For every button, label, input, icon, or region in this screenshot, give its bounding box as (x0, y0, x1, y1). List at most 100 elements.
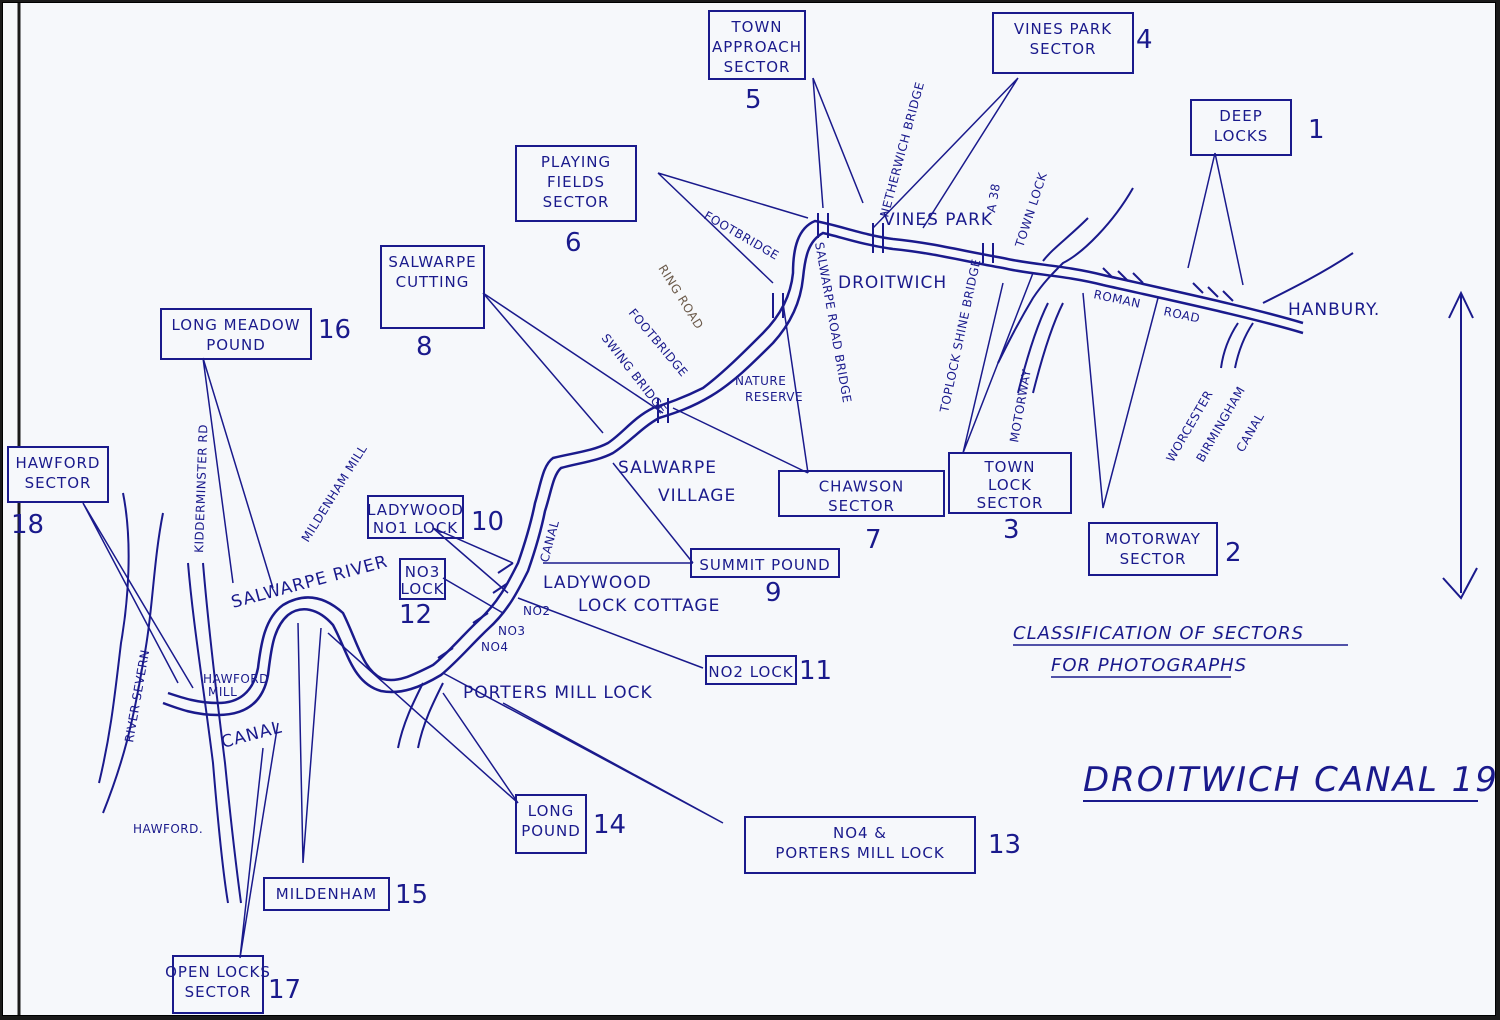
north-arrow (1442, 290, 1478, 600)
sector-11-label-line: NO2 LOCK (708, 663, 793, 681)
sector-4-label-line: VINES PARK (1014, 20, 1112, 38)
sector-8-number: 8 (416, 332, 433, 362)
sector-box-15: MILDENHAM 15 (263, 877, 428, 911)
subtitle-line-1: CLASSIFICATION OF SECTORS (1013, 623, 1304, 644)
sector-10-label-line: LADYWOOD (367, 501, 464, 519)
sector-5-label-line: SECTOR (724, 58, 791, 76)
sector-14-number: 14 (593, 810, 626, 840)
sector-4-label-line: SECTOR (1030, 40, 1097, 58)
label-salwarpe-road-bridge: SALWARPE ROAD BRIDGE (812, 241, 854, 404)
sector-box-16: LONG MEADOW POUND 16 (160, 308, 351, 360)
sector-7-label-line: CHAWSON (819, 478, 905, 496)
label-nature: NATURE (735, 374, 786, 388)
sector-1-label-line: LOCKS (1214, 127, 1268, 145)
sector-12-label-line: NO3 (405, 563, 441, 581)
label-salwarpe-river: SALWARPE RIVER (229, 552, 390, 613)
sector-3-number: 3 (1003, 515, 1020, 545)
sector-14-label-line: LONG (528, 802, 574, 820)
sector-box-9: SUMMIT POUND 9 (690, 548, 840, 608)
label-village: VILLAGE (658, 486, 736, 506)
sector-2-label-line: MOTORWAY (1105, 530, 1201, 548)
canal-route (162, 219, 1304, 717)
sector-12-label-line: LOCK (401, 580, 445, 598)
label-town-lock: TOWN LOCK (1012, 170, 1050, 250)
sector-7-number: 7 (865, 525, 882, 555)
sector-12-number: 12 (399, 600, 432, 630)
sector-17-label-line: OPEN LOCKS (165, 963, 271, 981)
sector-box-13: NO4 & PORTERS MILL LOCK 13 (744, 816, 1021, 874)
map-title: DROITWICH CANAL 1976. (1083, 760, 1496, 800)
sector-10-number: 10 (471, 507, 504, 537)
sector-18-label-line: HAWFORD (16, 454, 101, 472)
sector-15-label-line: MILDENHAM (276, 885, 377, 903)
sector-2-label-line: SECTOR (1120, 550, 1187, 568)
label-a38: A 38 (984, 182, 1003, 213)
sector-3-label-line: TOWN (983, 458, 1035, 476)
label-kidderminster: KIDDERMINSTER RD (192, 424, 210, 553)
sector-11-number: 11 (799, 656, 832, 686)
label-ladywood: LADYWOOD (543, 573, 652, 593)
sector-16-label-line: POUND (206, 336, 266, 354)
label-no4: NO4 (481, 640, 509, 654)
leader-arrows (82, 77, 1244, 959)
sector-13-label-line: PORTERS MILL LOCK (775, 844, 944, 862)
label-droitwich: DROITWICH (838, 273, 947, 293)
sector-1-label-line: DEEP (1219, 107, 1263, 125)
sector-6-number: 6 (565, 228, 582, 258)
sector-6-label-line: SECTOR (543, 193, 610, 211)
sector-15-number: 15 (395, 880, 428, 910)
label-river-severn: RIVER SEVERN (122, 648, 152, 743)
sector-box-1: DEEP LOCKS 1 (1190, 99, 1325, 156)
label-ring-road: RING ROAD (655, 262, 706, 332)
sector-1-number: 1 (1308, 115, 1325, 145)
sector-18-number: 18 (11, 510, 44, 540)
sector-5-label-line: TOWN (730, 18, 782, 36)
label-hawford: HAWFORD. (133, 822, 203, 836)
title-block: CLASSIFICATION OF SECTORS FOR PHOTOGRAPH… (1013, 623, 1496, 802)
sector-box-11: NO2 LOCK 11 (705, 655, 832, 686)
map-features (98, 187, 1354, 904)
label-mildenham-mill: MILDENHAM MILL (299, 442, 370, 544)
sector-box-18: HAWFORD SECTOR 18 (7, 446, 109, 540)
sector-13-number: 13 (988, 830, 1021, 860)
sector-16-label-line: LONG MEADOW (171, 316, 300, 334)
sector-16-number: 16 (318, 315, 351, 345)
sector-13-label-line: NO4 & (833, 824, 887, 842)
label-hawford-mill-2: MILL (208, 685, 237, 699)
label-roman: ROMAN (1092, 287, 1142, 311)
label-lock-cottage: LOCK COTTAGE (578, 596, 720, 616)
label-reserve: RESERVE (745, 390, 803, 404)
sector-17-number: 17 (268, 975, 301, 1005)
sector-8-label-line: SALWARPE (388, 253, 476, 271)
label-porters-mill: PORTERS MILL LOCK (463, 683, 653, 703)
label-hawford-mill-1: HAWFORD (203, 672, 269, 686)
subtitle-line-2: FOR PHOTOGRAPHS (1051, 655, 1247, 676)
sector-3-label-line: LOCK (988, 476, 1032, 494)
sector-10-label-line: NO1 LOCK (373, 519, 458, 537)
label-salwarpe: SALWARPE (618, 458, 717, 478)
sector-18-label-line: SECTOR (25, 474, 92, 492)
label-footbridge-1: FOOTBRIDGE (702, 208, 782, 262)
sector-9-number: 9 (765, 578, 782, 608)
label-road: ROAD (1162, 304, 1201, 325)
label-hanbury: HANBURY. (1288, 300, 1380, 320)
sector-9-label-line: SUMMIT POUND (699, 556, 830, 574)
label-no2: NO2 (523, 604, 551, 618)
label-vines-park: VINES PARK (883, 210, 993, 230)
sector-6-label-line: FIELDS (547, 173, 605, 191)
label-no3: NO3 (498, 624, 526, 638)
